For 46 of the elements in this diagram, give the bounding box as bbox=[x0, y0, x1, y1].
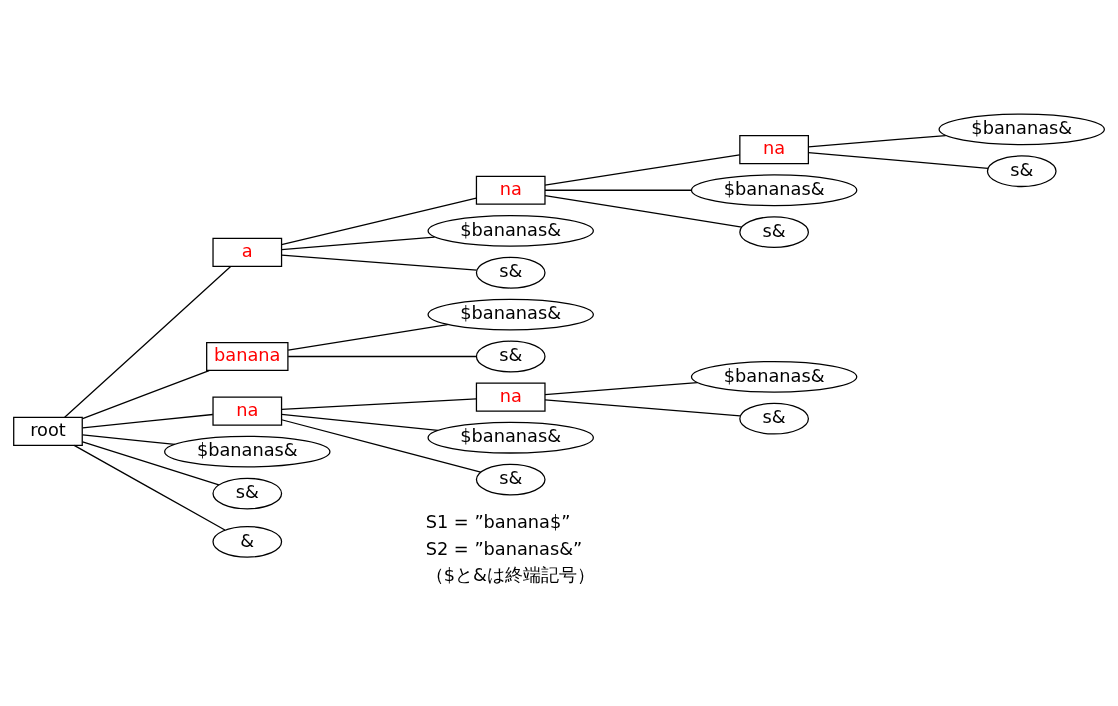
node-ellipse: $bananas& bbox=[938, 113, 1105, 146]
node-box: na bbox=[475, 382, 546, 412]
connector bbox=[807, 134, 947, 148]
connector bbox=[280, 236, 436, 251]
connector bbox=[280, 254, 478, 271]
node-ellipse: $bananas& bbox=[427, 421, 594, 454]
label: S1 = ”banana$” bbox=[425, 512, 571, 533]
connector bbox=[287, 355, 477, 358]
connector bbox=[287, 323, 449, 351]
node-box: root bbox=[13, 416, 83, 446]
node-ellipse: s& bbox=[739, 216, 809, 249]
node-ellipse: $bananas& bbox=[427, 298, 594, 331]
connector bbox=[544, 189, 693, 191]
node-ellipse: & bbox=[212, 525, 283, 558]
connector bbox=[82, 413, 214, 429]
node-box: na bbox=[475, 175, 546, 205]
connector bbox=[544, 194, 743, 228]
connector bbox=[280, 419, 482, 473]
connector bbox=[280, 197, 477, 246]
node-box: na bbox=[212, 396, 283, 426]
connector bbox=[73, 444, 226, 531]
node-ellipse: s& bbox=[739, 402, 809, 435]
connector bbox=[82, 441, 220, 486]
connector bbox=[544, 382, 699, 396]
node-ellipse: s& bbox=[475, 340, 546, 373]
node-box: na bbox=[739, 135, 809, 165]
connector bbox=[64, 265, 232, 418]
node-ellipse: $bananas& bbox=[164, 435, 331, 468]
label: （$と&は終端記号） bbox=[425, 565, 595, 586]
node-ellipse: s& bbox=[986, 155, 1057, 188]
node-ellipse: s& bbox=[475, 256, 546, 289]
node-box: a bbox=[212, 237, 283, 268]
label: S2 = ”bananas&” bbox=[425, 538, 583, 559]
node-ellipse: s& bbox=[475, 463, 546, 496]
connector bbox=[544, 399, 741, 417]
connector bbox=[82, 369, 210, 420]
connector bbox=[544, 154, 741, 186]
node-ellipse: $bananas& bbox=[690, 360, 858, 393]
connector bbox=[280, 398, 477, 410]
node-ellipse: $bananas& bbox=[690, 174, 858, 207]
node-ellipse: $bananas& bbox=[427, 214, 594, 247]
connector bbox=[807, 151, 989, 169]
node-box: banana bbox=[206, 341, 289, 372]
node-ellipse: s& bbox=[212, 477, 283, 510]
connector bbox=[280, 413, 439, 432]
connector bbox=[82, 434, 176, 445]
